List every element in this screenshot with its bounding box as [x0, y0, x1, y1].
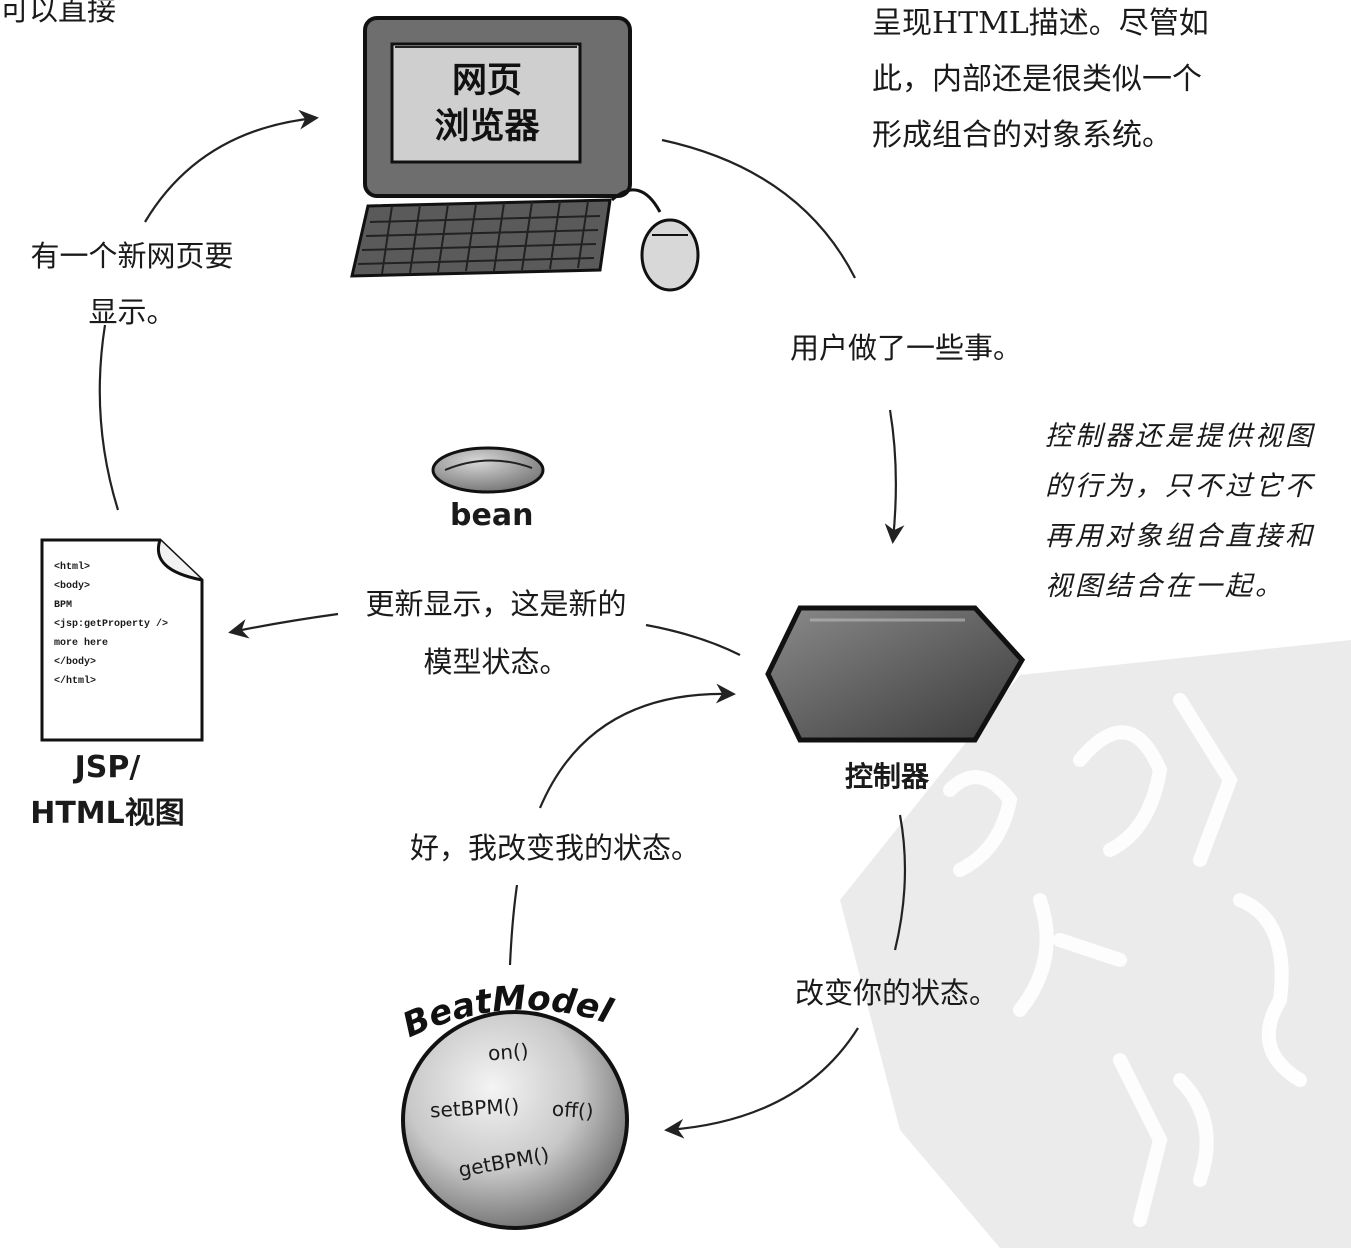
jsp-code-line: </body>	[54, 657, 97, 668]
jsp-code-line: </html>	[54, 676, 97, 687]
jsp-view-line-1: JSP/	[74, 750, 141, 785]
jsp-code-block: <html> <body> BPM <jsp:getProperty /> mo…	[54, 558, 199, 691]
controller-icon	[765, 605, 1026, 743]
controller-note-line-1: 控制器还是提供视图	[1045, 421, 1315, 452]
beatmodel-method-off: off()	[551, 1096, 595, 1124]
controller-note-line-2: 的行为，只不过它不	[1045, 470, 1315, 502]
jsp-code-line: <jsp:getProperty />	[54, 619, 169, 630]
top-right-line-3: 形成组合的对象系统。	[872, 118, 1172, 153]
jsp-view-label: JSP/ HTML视图	[0, 745, 215, 837]
connector-controller-to-change	[893, 814, 907, 951]
jsp-view-line-2: HTML视图	[30, 796, 185, 831]
controller-note: 控制器还是提供视图 的行为，只不过它不 再用对象组合直接和 视图结合在一起。	[1045, 412, 1351, 612]
ok-change-state-label: 好，我改变我的状态。	[410, 831, 701, 865]
top-right-note: 呈现HTML描述。尽管如 此，内部还是很类似一个 形成组合的对象系统。	[872, 0, 1342, 164]
update-display-line-1: 更新显示，这是新的	[365, 587, 627, 621]
browser-screen-label: 网页 浏览器	[402, 58, 572, 150]
controller-note-line-4: 视图结合在一起。	[1045, 570, 1285, 602]
arrow-model-to-controller	[538, 683, 736, 809]
user-action-label: 用户做了一些事。	[790, 331, 1023, 365]
jsp-code-line: <body>	[54, 581, 91, 592]
arrow-update-to-jsp	[228, 612, 339, 639]
connector-jsp-to-label	[98, 324, 120, 511]
new-page-line-2: 显示。	[88, 295, 176, 329]
arrow-change-to-model	[664, 1027, 859, 1139]
browser-screen-line-1: 网页	[451, 61, 522, 101]
connector-browser-to-user	[661, 138, 856, 279]
computer-icon	[350, 16, 700, 292]
change-your-state-label: 改变你的状态。	[795, 976, 999, 1010]
new-page-label: 有一个新网页要 显示。	[12, 228, 252, 340]
connector-model-to-ok	[508, 884, 519, 966]
browser-screen-line-2: 浏览器	[434, 107, 540, 147]
connector-controller-to-update	[645, 623, 741, 656]
controller-note-line-3: 再用对象组合直接和	[1045, 520, 1315, 552]
beatmodel-sphere-icon	[401, 1010, 629, 1230]
top-left-fragment: 可以直接	[0, 0, 117, 27]
jsp-code-line: BPM	[54, 600, 73, 611]
arrow-jsp-to-browser	[144, 109, 319, 223]
bean-label: bean	[450, 498, 534, 533]
arrow-user-to-controller	[884, 409, 905, 544]
beatmodel-method-setbpm: setBPM()	[429, 1093, 520, 1123]
jsp-code-line: <html>	[54, 562, 91, 573]
bean-icon	[431, 446, 545, 494]
top-right-line-2: 此，内部还是很类似一个	[872, 62, 1202, 97]
controller-label: 控制器	[845, 760, 930, 793]
jsp-document-icon	[40, 538, 204, 742]
update-display-label: 更新显示，这是新的 模型状态。	[346, 575, 646, 691]
new-page-line-1: 有一个新网页要	[30, 239, 234, 273]
jsp-code-line: more here	[54, 638, 109, 649]
update-display-line-2: 模型状态。	[423, 645, 569, 679]
top-right-line-1: 呈现HTML描述。尽管如	[872, 6, 1209, 41]
beatmodel-method-on: on()	[487, 1038, 530, 1066]
watermark-strokes	[943, 693, 1307, 1227]
